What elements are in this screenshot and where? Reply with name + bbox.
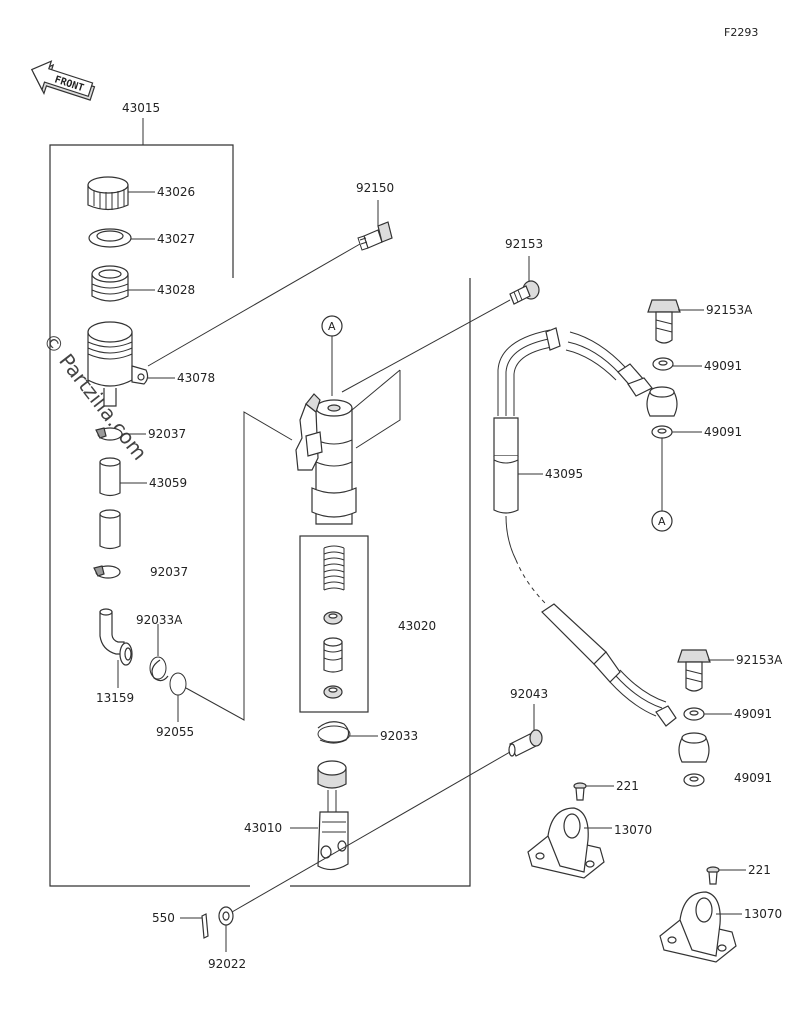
- callout-13159: 13159: [96, 691, 134, 705]
- callout-92153a-lower: 92153A: [736, 653, 783, 667]
- marker-a-top: A: [321, 315, 343, 337]
- callout-92037-upper: 92037: [148, 427, 186, 441]
- crush-washer-b: [651, 425, 673, 439]
- callout-49091-c: 49091: [734, 707, 772, 721]
- callout-49091-d: 49091: [734, 771, 772, 785]
- callout-43010: 43010: [244, 821, 282, 835]
- reservoir-cap: [87, 176, 129, 211]
- circlip-92033a: [149, 656, 169, 682]
- callout-13070-lower: 13070: [744, 907, 782, 921]
- hose-clamp-lower: [93, 565, 121, 579]
- svg-text:A: A: [328, 320, 336, 333]
- upper-banjo-eye: [646, 386, 678, 417]
- bolt-92150: [357, 221, 393, 251]
- diaphragm: [91, 265, 129, 302]
- washer-92022: [218, 906, 234, 926]
- callout-43028: 43028: [157, 283, 195, 297]
- callout-92055: 92055: [156, 725, 194, 739]
- banjo-bolt-upper: [647, 299, 681, 344]
- piston: [323, 637, 343, 673]
- primary-cup: [323, 611, 343, 625]
- callout-550: 550: [152, 911, 175, 925]
- callout-92153: 92153: [505, 237, 543, 251]
- screw-221-lower: [706, 866, 720, 885]
- callout-43015: 43015: [122, 101, 160, 115]
- piston-kit-box: [299, 535, 369, 713]
- callout-49091-a: 49091: [704, 359, 742, 373]
- reservoir: [87, 321, 149, 407]
- o-ring-92055: [169, 672, 187, 696]
- callout-92150: 92150: [356, 181, 394, 195]
- brake-hose: [493, 327, 677, 727]
- circlip-92033: [317, 721, 351, 744]
- screw-221-upper: [573, 782, 587, 801]
- clevis-pin: [508, 729, 543, 757]
- callout-92033a: 92033A: [136, 613, 183, 627]
- reservoir-hose: [99, 457, 121, 550]
- hose-guide-upper: [527, 807, 605, 879]
- front-arrow-icon: FRONT: [30, 60, 96, 101]
- figure-code: F2293: [724, 26, 758, 39]
- callout-49091-b: 49091: [704, 425, 742, 439]
- callout-92153a-upper: 92153A: [706, 303, 753, 317]
- callout-13070-upper: 13070: [614, 823, 652, 837]
- marker-a-right: A: [651, 510, 673, 532]
- svg-text:A: A: [658, 515, 666, 528]
- crush-washer-d: [683, 773, 705, 787]
- hose-fitting: [99, 608, 133, 666]
- master-cylinder: [295, 393, 357, 525]
- callout-43026: 43026: [157, 185, 195, 199]
- assembly-frame-43015: [49, 144, 471, 887]
- callout-92033: 92033: [380, 729, 418, 743]
- secondary-cup: [323, 685, 343, 699]
- callout-43020: 43020: [398, 619, 436, 633]
- crush-washer-a: [652, 357, 674, 371]
- crush-washer-c: [683, 707, 705, 721]
- lower-banjo-eye: [678, 732, 710, 763]
- cotter-pin: [201, 913, 209, 939]
- callout-43078: 43078: [177, 371, 215, 385]
- callout-221-upper: 221: [616, 779, 639, 793]
- callout-92037-lower: 92037: [150, 565, 188, 579]
- banjo-bolt-lower: [677, 649, 711, 692]
- push-rod: [317, 760, 349, 871]
- callout-43059: 43059: [149, 476, 187, 490]
- callout-43095: 43095: [545, 467, 583, 481]
- hose-clamp-upper: [95, 427, 123, 441]
- diaphragm-plate: [88, 228, 132, 248]
- callout-92043: 92043: [510, 687, 548, 701]
- bolt-92153: [509, 280, 540, 305]
- callout-92022: 92022: [208, 957, 246, 971]
- callout-221-lower: 221: [748, 863, 771, 877]
- callout-43027: 43027: [157, 232, 195, 246]
- hose-guide-lower: [659, 891, 737, 963]
- spring: [323, 545, 345, 591]
